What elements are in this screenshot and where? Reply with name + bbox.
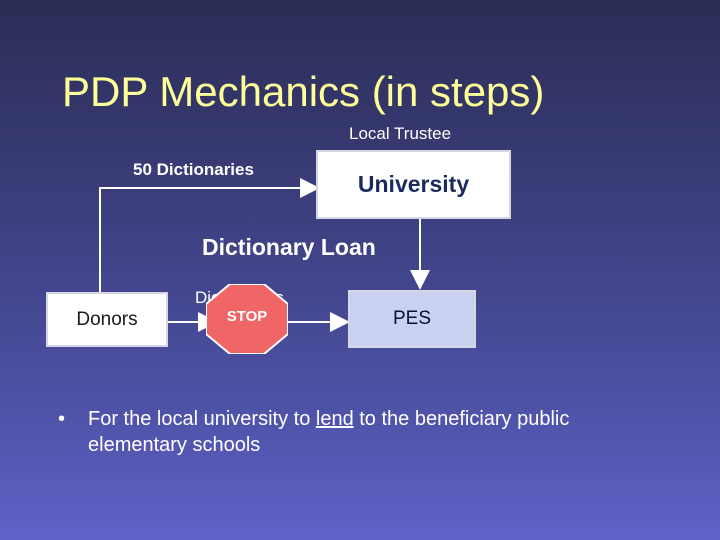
dictionaries-label: 50 Dictionaries (133, 160, 254, 179)
pes-box: PES (348, 290, 476, 348)
bullet-text-part2: to the beneficiary public elementary sch… (88, 408, 570, 456)
bullet-text-underlined: lend (315, 408, 354, 430)
stop-sign-label: STOP (226, 308, 268, 325)
donors-to-university-arrow (99, 178, 320, 292)
university-box: University (316, 150, 511, 219)
donors-box: Donors (46, 292, 168, 347)
bullet-point-icon: • (58, 408, 66, 430)
bullet-text: For the local university to lend to the … (88, 406, 648, 458)
local-trustee-label: Local Trustee (349, 124, 452, 143)
dictionary-loan-label: Dictionary Loan (202, 234, 376, 260)
stop-sign-icon (206, 284, 288, 354)
slide-title: PDP Mechanics (in steps) (62, 68, 545, 115)
bullet-text-part1: For the local university to (88, 408, 316, 430)
